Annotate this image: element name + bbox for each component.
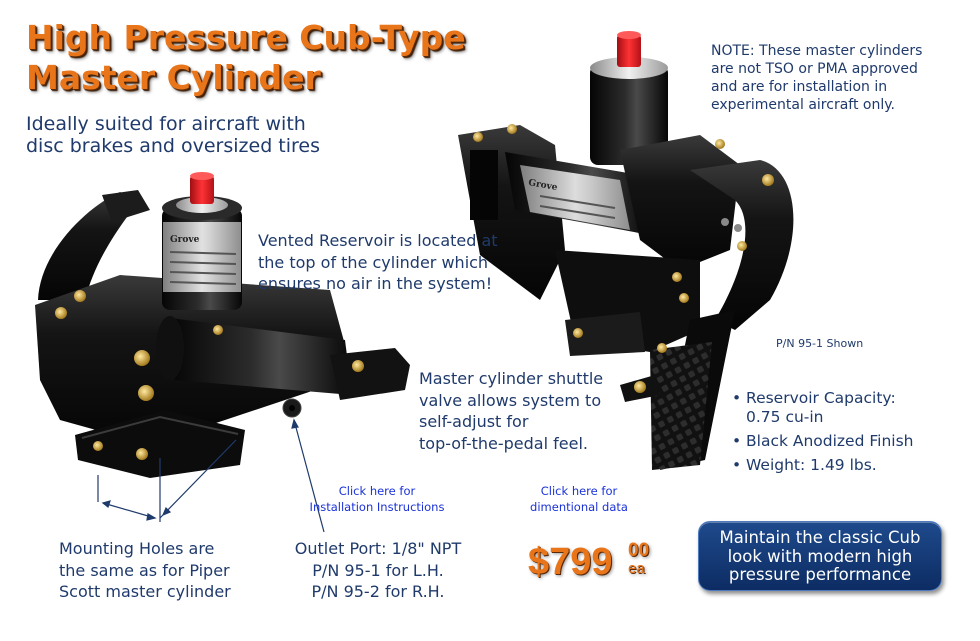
- mounting-holes-callout: Mounting Holes are the same as for Piper…: [59, 538, 259, 603]
- spec-item: Weight: 1.49 lbs.: [732, 456, 962, 475]
- note-line: NOTE: These master cylinders: [711, 43, 923, 59]
- title-line: Master Cylinder: [26, 58, 321, 97]
- outlet-port-callout: Outlet Port: 1/8" NPT P/N 95-1 for L.H. …: [283, 538, 473, 603]
- left-brand-label: Grove: [170, 235, 200, 245]
- part-number-shown: P/N 95-1 Shown: [776, 337, 864, 350]
- left-master-cylinder-image: Grove: [35, 172, 410, 478]
- spec-text: Reservoir Capacity:: [746, 389, 896, 407]
- note-line: and are for installation in: [711, 79, 888, 95]
- promo-line: pressure performance: [728, 565, 912, 584]
- link-line: Click here for: [540, 484, 618, 498]
- callout-line: the top of the cylinder which: [258, 252, 489, 272]
- promo-line: Maintain the classic Cub: [719, 528, 921, 547]
- price-cents: 00: [628, 540, 650, 561]
- dimensional-data-link[interactable]: Click here for dimentional data: [520, 484, 638, 515]
- title-line: High Pressure Cub-Type: [26, 18, 466, 57]
- vented-reservoir-callout: Vented Reservoir is located at the top o…: [258, 230, 508, 295]
- spec-item: Reservoir Capacity: 0.75 cu-in: [732, 389, 962, 427]
- spec-list: Reservoir Capacity: 0.75 cu-in Black Ano…: [732, 389, 962, 480]
- callout-line: top-of-the-pedal feel.: [419, 433, 588, 453]
- callout-line: ensures no air in the system!: [258, 274, 493, 293]
- callout-pointers: [97, 418, 325, 533]
- callout-line: Mounting Holes are: [59, 539, 215, 558]
- installation-instructions-link[interactable]: Click here for Installation Instructions: [298, 484, 456, 515]
- subtitle-line: disc brakes and oversized tires: [26, 135, 320, 157]
- page-title: High Pressure Cub-Type Master Cylinder: [26, 18, 496, 98]
- callout-line: Master cylinder shuttle: [419, 369, 604, 388]
- promo-line: look with modern high: [727, 546, 913, 566]
- callout-line: Vented Reservoir is located at: [258, 231, 498, 250]
- price-tag: $799 00 ea: [528, 539, 649, 589]
- right-master-cylinder-image: Grove: [458, 31, 794, 470]
- link-line: Installation Instructions: [309, 499, 445, 514]
- link-line: dimentional data: [530, 499, 628, 514]
- note-line: are not TSO or PMA approved: [711, 61, 918, 77]
- callout-line: P/N 95-1 for L.H.: [312, 560, 444, 580]
- spec-text: 0.75 cu-in: [746, 408, 824, 426]
- page-subtitle: Ideally suited for aircraft with disc br…: [26, 113, 386, 157]
- callout-line: P/N 95-2 for R.H.: [311, 582, 445, 601]
- shuttle-valve-callout: Master cylinder shuttle valve allows sys…: [419, 368, 624, 454]
- price-dollars: $799: [528, 541, 613, 583]
- link-line: Click here for: [338, 484, 416, 498]
- callout-line: Outlet Port: 1/8" NPT: [294, 539, 462, 558]
- promo-banner: Maintain the classic Cub look with moder…: [698, 521, 942, 591]
- subtitle-line: Ideally suited for aircraft with: [26, 113, 306, 135]
- callout-line: valve allows system to: [419, 390, 602, 410]
- spec-text: Weight: 1.49 lbs.: [746, 456, 877, 474]
- callout-line: the same as for Piper: [59, 560, 230, 580]
- spec-item: Black Anodized Finish: [732, 432, 962, 451]
- note-line: experimental aircraft only.: [711, 97, 895, 113]
- callout-line: self-adjust for: [419, 412, 529, 431]
- price-unit: ea: [628, 560, 645, 577]
- approval-note: NOTE: These master cylinders are not TSO…: [711, 42, 966, 114]
- callout-line: Scott master cylinder: [59, 582, 231, 601]
- spec-text: Black Anodized Finish: [746, 432, 914, 450]
